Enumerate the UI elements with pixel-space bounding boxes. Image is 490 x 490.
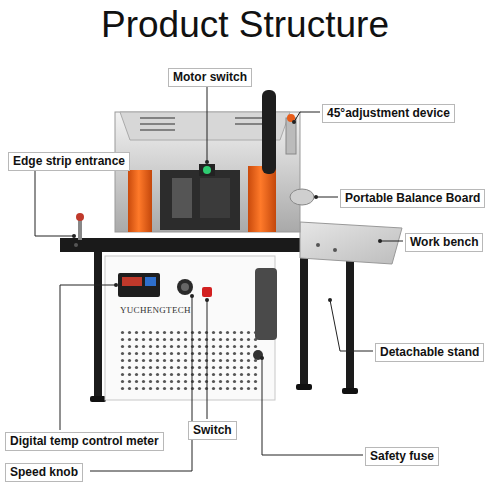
part-label: Motor switch <box>168 68 252 87</box>
part-label: Edge strip entrance <box>8 152 130 171</box>
part-label: Digital temp control meter <box>5 432 164 451</box>
part-label: Portable Balance Board <box>340 189 485 208</box>
part-label: 45°adjustment device <box>322 104 455 123</box>
part-label: Detachable stand <box>375 343 484 362</box>
page-title: Product Structure <box>0 4 490 46</box>
part-label: Safety fuse <box>365 447 439 466</box>
part-label: Speed knob <box>5 463 83 482</box>
part-label: Work bench <box>405 233 483 252</box>
part-label: Switch <box>188 421 237 440</box>
brand-mark: YUCHENGTECH <box>120 305 191 315</box>
